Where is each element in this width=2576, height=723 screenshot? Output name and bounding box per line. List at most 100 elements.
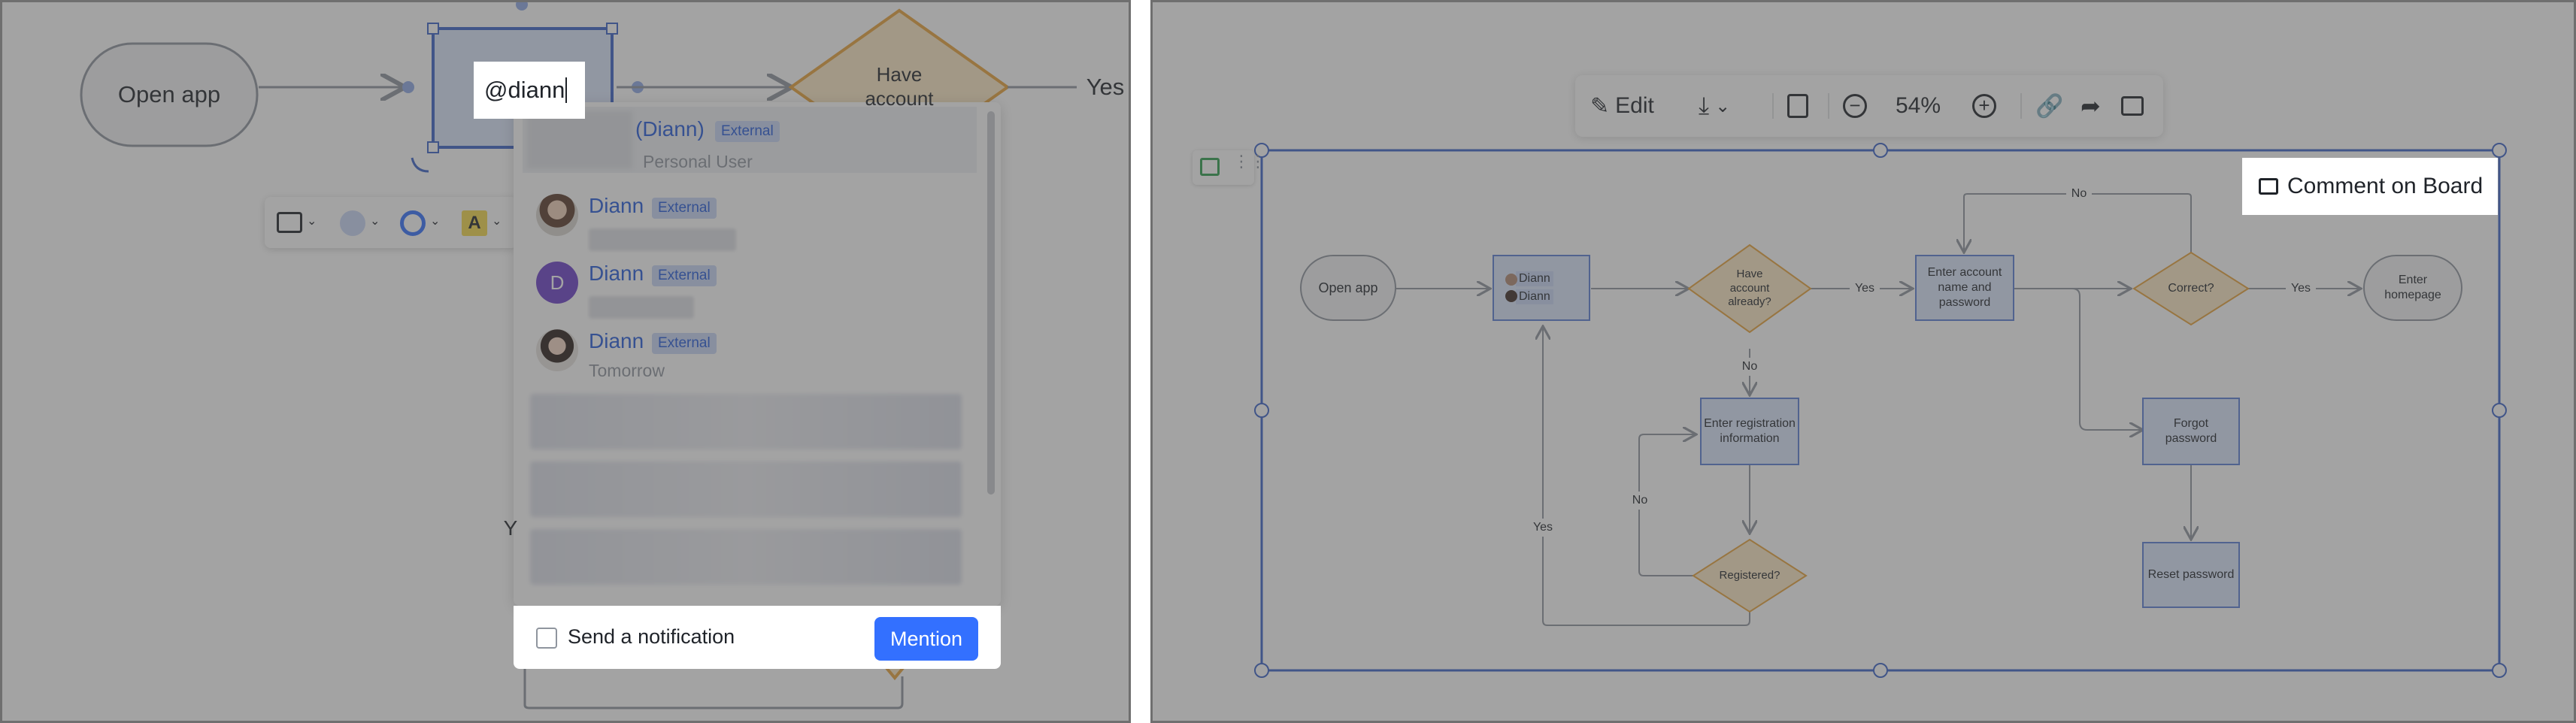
resize-handle[interactable] xyxy=(606,23,618,35)
open-app-label: Open app xyxy=(1318,280,1378,295)
external-badge: External xyxy=(652,265,717,286)
have-account-label: Have account xyxy=(827,45,971,128)
edge-label-no: No xyxy=(1627,492,1653,510)
pencil-icon: ✎ xyxy=(1590,93,1610,119)
blurred-subtitle xyxy=(589,296,694,319)
mention-subtitle: Tomorrow xyxy=(589,361,665,380)
comment-add-icon xyxy=(2259,178,2278,195)
rotate-handle[interactable] xyxy=(516,0,528,11)
resize-handle[interactable] xyxy=(1873,663,1888,678)
blurred-mention-item[interactable] xyxy=(530,529,962,585)
resize-handle[interactable] xyxy=(427,141,439,153)
drag-handle-icon[interactable]: ⋮⋮ xyxy=(1233,152,1266,171)
share-button[interactable]: ➦ xyxy=(2080,75,2101,137)
partial-edge-label: Y xyxy=(503,516,518,540)
blurred-subtitle xyxy=(589,228,736,251)
comment-on-board-label: Comment on Board xyxy=(2287,174,2484,198)
copy-link-button[interactable]: 🔗 xyxy=(2035,75,2063,137)
zoom-level[interactable]: 54% xyxy=(1896,93,1941,118)
text-caret xyxy=(565,77,568,103)
mention-name: Diann xyxy=(589,262,644,285)
resize-handle[interactable] xyxy=(1254,663,1269,678)
mention-item[interactable]: D Diann External xyxy=(514,251,995,319)
chevron-down-icon[interactable]: ⌄ xyxy=(370,215,380,228)
have-account-line2: account xyxy=(865,87,934,110)
mention-list-scrollbar[interactable] xyxy=(987,111,995,495)
edge-label-yes: Yes xyxy=(1528,519,1558,537)
have-account-line1: Have xyxy=(876,62,923,86)
shape-border-icon[interactable] xyxy=(277,212,302,233)
resize-handle[interactable] xyxy=(2492,143,2507,158)
forgot-password-label: Forgot password xyxy=(2165,417,2217,445)
left-screenshot-panel: Open app Have account Yes Y ⌄ ⌄ ⌄ A ⌄ (D… xyxy=(0,0,1131,723)
user-photo-icon xyxy=(536,194,578,236)
comment-icon xyxy=(2121,96,2144,116)
board-toolbar: ✎ Edit ⤓ ⌄ − 54% + 🔗 ➦ xyxy=(1575,75,2163,137)
mention-subtitle: Personal User xyxy=(643,152,753,171)
external-badge: External xyxy=(652,198,717,219)
resize-handle[interactable] xyxy=(1873,143,1888,158)
rotate-icon[interactable] xyxy=(411,157,429,173)
enter-registration-label: Enter registration information xyxy=(1704,417,1796,445)
node-text-input[interactable]: @diann xyxy=(474,62,585,119)
chevron-down-icon: ⌄ xyxy=(1715,95,1731,116)
download-button[interactable]: ⤓ ⌄ xyxy=(1699,75,1730,137)
chevron-down-icon[interactable]: ⌄ xyxy=(430,215,441,228)
avatar xyxy=(1505,274,1517,286)
right-screenshot-panel: Open app Diann Diann Have account alread… xyxy=(1150,0,2576,723)
edit-label: Edit xyxy=(1615,93,1654,118)
external-badge: External xyxy=(652,333,717,354)
board-selection-frame[interactable] xyxy=(1260,149,2501,672)
mention-suggestion-list: (Diann) External Personal User Diann Ext… xyxy=(514,102,1001,606)
mention-item[interactable]: Diann External Tomorrow xyxy=(514,319,995,385)
diann-mention-2: Diann xyxy=(1516,289,1553,304)
board-side-tool[interactable]: ⋮⋮ xyxy=(1193,150,1266,185)
text-color-icon[interactable]: A xyxy=(462,210,487,236)
format-icon xyxy=(1787,94,1808,118)
letter-avatar: D xyxy=(536,262,578,304)
comment-on-board-button[interactable]: Comment on Board xyxy=(2242,158,2498,215)
mention-name: Diann xyxy=(589,194,644,217)
blurred-mention-item[interactable] xyxy=(530,461,962,517)
chevron-down-icon[interactable]: ⌄ xyxy=(492,215,502,228)
toolbar-divider xyxy=(1828,93,1829,119)
edge-label-no: No xyxy=(1737,358,1762,376)
fill-color-icon[interactable] xyxy=(340,210,365,236)
shape-style-toolbar: ⌄ ⌄ ⌄ A ⌄ xyxy=(265,197,517,248)
edge-label-no: No xyxy=(2066,185,2092,203)
resize-handle[interactable] xyxy=(2492,403,2507,418)
resize-handle[interactable] xyxy=(427,23,439,35)
edge-label-yes: Yes xyxy=(1850,280,1880,298)
connection-point[interactable] xyxy=(402,81,414,93)
mention-button[interactable]: Mention xyxy=(874,617,978,661)
open-app-label: Open app xyxy=(117,80,221,107)
input-value: @diann xyxy=(484,77,565,103)
zoom-out-button[interactable]: − xyxy=(1843,75,1867,137)
download-icon: ⤓ xyxy=(1699,92,1710,119)
registered-label: Registered? xyxy=(1719,568,1780,582)
mention-item[interactable]: Diann External xyxy=(514,183,995,251)
diann-node-label: Diann Diann xyxy=(1493,265,1590,311)
user-photo-icon xyxy=(536,329,578,371)
chevron-down-icon[interactable]: ⌄ xyxy=(307,215,317,228)
stroke-color-icon[interactable] xyxy=(400,210,426,236)
zoom-in-button[interactable]: + xyxy=(1972,75,1996,137)
blurred-mention-item[interactable] xyxy=(530,394,962,449)
edit-button[interactable]: ✎ Edit xyxy=(1590,75,1654,137)
send-notification-checkbox[interactable] xyxy=(536,628,557,649)
mention-name: (Diann) xyxy=(635,117,705,141)
send-notification-label: Send a notification xyxy=(568,625,735,648)
enter-homepage-label: Enter homepage xyxy=(2384,274,2441,301)
zoom-in-icon: + xyxy=(1972,94,1996,118)
edge-label-yes: Yes xyxy=(2286,280,2316,298)
resize-handle[interactable] xyxy=(1254,403,1269,418)
resize-handle[interactable] xyxy=(2492,663,2507,678)
correct-label: Correct? xyxy=(2168,282,2214,295)
avatar xyxy=(1505,290,1517,302)
comment-button[interactable] xyxy=(2121,75,2144,137)
sticky-note-icon[interactable] xyxy=(1200,158,1220,176)
external-badge: External xyxy=(715,121,780,142)
format-button[interactable] xyxy=(1787,75,1808,137)
diann-mention-1: Diann xyxy=(1516,271,1553,286)
edge xyxy=(2071,288,2143,430)
